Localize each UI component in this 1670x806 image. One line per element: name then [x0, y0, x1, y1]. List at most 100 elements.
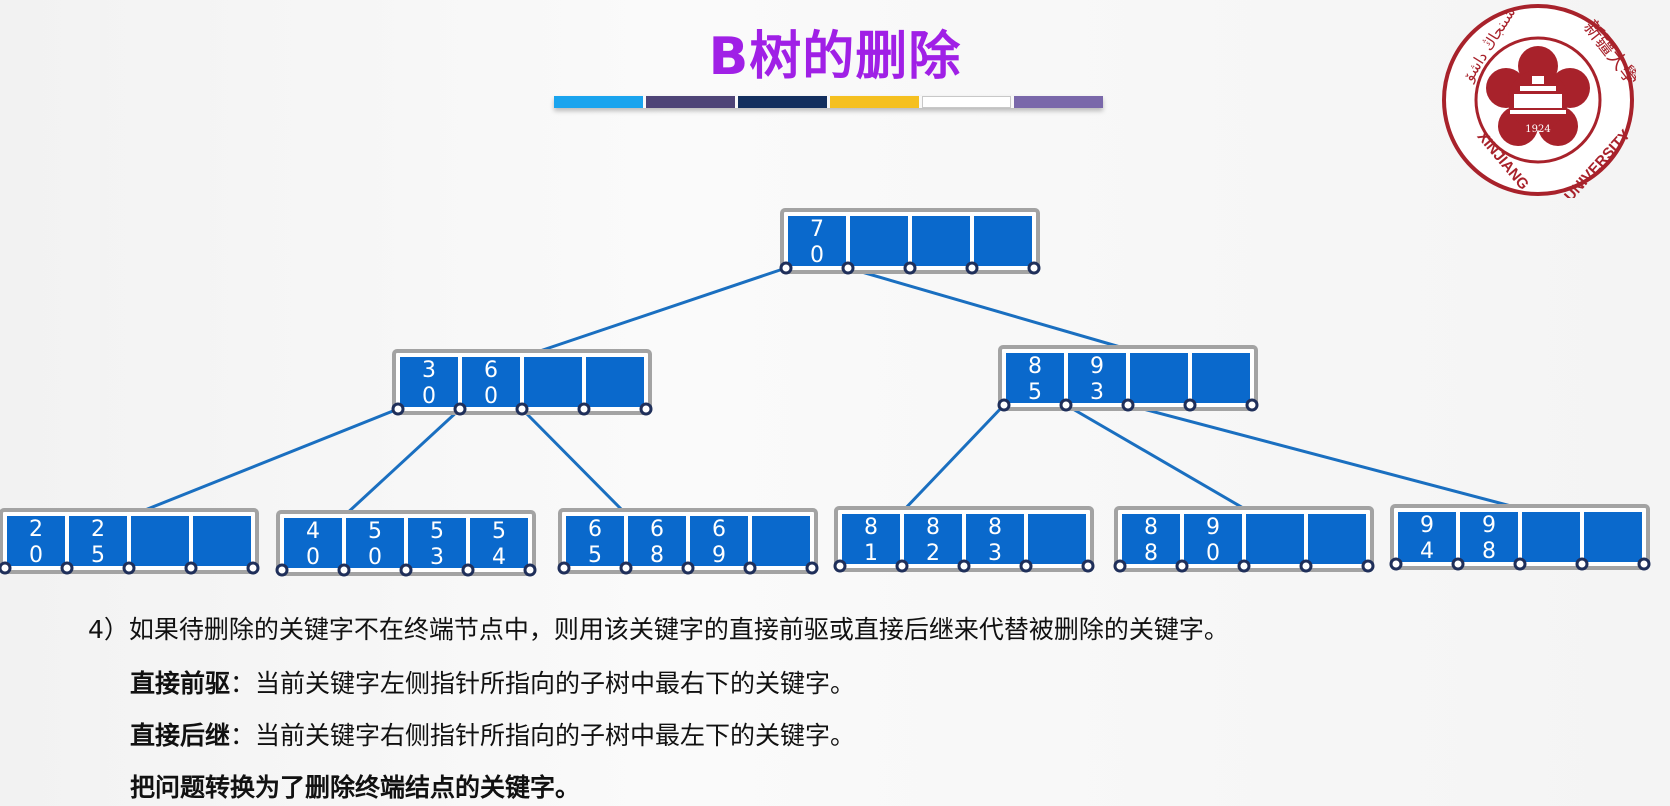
- logo-inner-ring: [1474, 36, 1602, 164]
- key-digit: 0: [1206, 541, 1220, 566]
- key-cell: [974, 216, 1032, 266]
- child-pointer: [895, 559, 909, 573]
- key-digit: 8: [988, 515, 1002, 540]
- key-digit: 0: [810, 243, 824, 268]
- tree-edge: [900, 403, 1006, 514]
- child-pointer: [1121, 398, 1135, 412]
- key-digit: 5: [430, 519, 444, 544]
- key-cell: [966, 514, 1024, 564]
- color-bar-segment: [554, 96, 643, 108]
- key-digit: 9: [712, 543, 726, 568]
- key-cell: [1184, 514, 1242, 564]
- key-digit: 2: [91, 517, 105, 542]
- child-pointer: [1027, 261, 1041, 275]
- key-cell: [400, 357, 458, 407]
- key-cell: [1460, 512, 1518, 562]
- key-digit: 6: [650, 517, 664, 542]
- color-bar-segment: [1014, 96, 1103, 108]
- key-cell: [904, 514, 962, 564]
- child-pointer: [841, 261, 855, 275]
- successor-definition: 直接后继：当前关键字右侧指针所指向的子树中最左下的关键字。: [130, 716, 855, 752]
- color-bar-segment: [738, 96, 827, 108]
- key-cell: [131, 516, 189, 566]
- key-cell: [752, 516, 810, 566]
- child-pointer: [805, 561, 819, 575]
- child-pointer: [1237, 559, 1251, 573]
- key-cell: [7, 516, 65, 566]
- child-pointer: [957, 559, 971, 573]
- child-pointer: [681, 561, 695, 575]
- key-cell: [1246, 514, 1304, 564]
- key-cell: [566, 516, 624, 566]
- key-digit: 8: [1144, 541, 1158, 566]
- color-bar-segment: [646, 96, 735, 108]
- child-pointer: [523, 563, 537, 577]
- child-pointer: [0, 561, 12, 575]
- xinjiang-university-logo: 1924 شىنجاڭ داشۆ 新疆大學 XINJIANG UNIVERSIT…: [1442, 4, 1636, 198]
- child-pointer: [1299, 559, 1313, 573]
- key-digit: 5: [368, 519, 382, 544]
- key-cell: [1192, 353, 1250, 403]
- b-tree-diagram: 7030608593202540505354656869818283889094…: [0, 208, 1651, 577]
- child-pointer: [275, 563, 289, 577]
- key-digit: 5: [1028, 380, 1042, 405]
- child-pointer: [391, 402, 405, 416]
- tree-edge: [1127, 403, 1527, 512]
- key-cell: [788, 216, 846, 266]
- key-digit: 3: [988, 541, 1002, 566]
- child-pointer: [997, 398, 1011, 412]
- key-digit: 9: [1482, 513, 1496, 538]
- child-pointer: [557, 561, 571, 575]
- key-digit: 2: [926, 541, 940, 566]
- tree-edge: [1065, 403, 1251, 514]
- key-digit: 2: [29, 517, 43, 542]
- key-cell: [1006, 353, 1064, 403]
- key-digit: 4: [1420, 539, 1434, 564]
- key-digit: 4: [306, 519, 320, 544]
- key-cell: [462, 357, 520, 407]
- child-pointer: [461, 563, 475, 577]
- key-digit: 3: [1090, 380, 1104, 405]
- conclusion-text: 把问题转换为了删除终端结点的关键字。: [130, 768, 580, 804]
- child-pointer: [515, 402, 529, 416]
- key-digit: 9: [1420, 513, 1434, 538]
- page-title: B树的删除: [708, 27, 962, 87]
- tree-edge: [134, 407, 399, 516]
- tree-edge: [520, 407, 628, 516]
- key-cell: [284, 518, 342, 568]
- child-pointer: [399, 563, 413, 577]
- logo-year: 1924: [1525, 124, 1550, 135]
- rule-4-text: 4）如果待删除的关键字不在终端节点中，则用该关键字的直接前驱或直接后继来代替被删…: [88, 615, 1229, 644]
- key-digit: 3: [422, 358, 436, 383]
- key-cell: [1122, 514, 1180, 564]
- key-digit: 9: [1206, 515, 1220, 540]
- key-cell: [524, 357, 582, 407]
- predecessor-text: ：当前关键字左侧指针所指向的子树中最右下的关键字。: [230, 669, 856, 698]
- key-cell: [850, 216, 908, 266]
- child-pointer: [60, 561, 74, 575]
- btree-node: 70: [779, 208, 1041, 275]
- title-color-bar: [554, 96, 1103, 108]
- child-pointer: [743, 561, 757, 575]
- key-digit: 8: [926, 515, 940, 540]
- key-digit: 8: [1482, 539, 1496, 564]
- key-digit: 0: [484, 384, 498, 409]
- key-digit: 7: [810, 217, 824, 242]
- child-pointer: [122, 561, 136, 575]
- key-cell: [586, 357, 644, 407]
- key-digit: 0: [422, 384, 436, 409]
- key-cell: [408, 518, 466, 568]
- child-pointer: [246, 561, 260, 575]
- key-digit: 5: [91, 543, 105, 568]
- child-pointer: [1637, 557, 1651, 571]
- child-pointer: [1081, 559, 1095, 573]
- child-pointer: [639, 402, 653, 416]
- key-cell: [1522, 512, 1580, 562]
- child-pointer: [833, 559, 847, 573]
- successor-label: 直接后继: [130, 721, 231, 750]
- key-cell: [193, 516, 251, 566]
- key-digit: 0: [306, 545, 320, 570]
- key-digit: 5: [588, 543, 602, 568]
